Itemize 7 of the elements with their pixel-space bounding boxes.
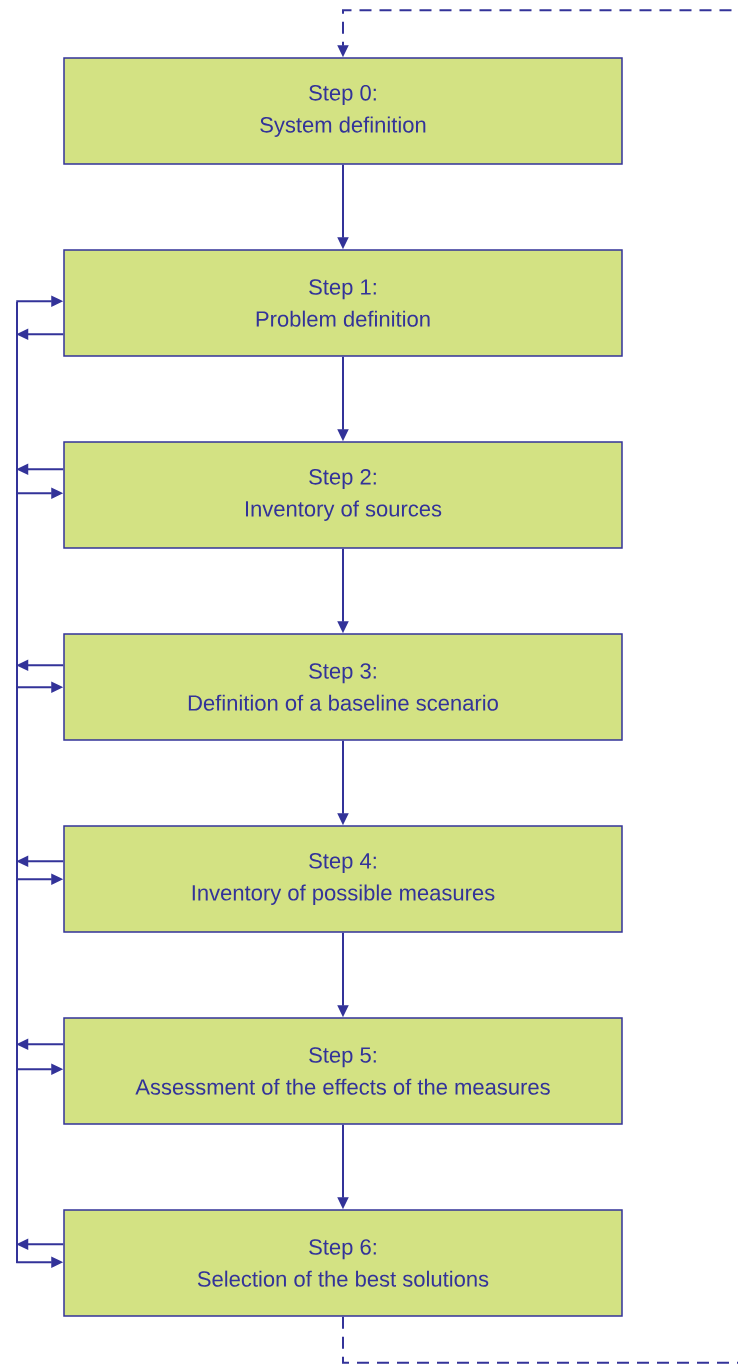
step-box: Step 0: System definition	[63, 57, 623, 165]
step-box: Step 6: Selection of the best solutions	[63, 1209, 623, 1317]
step-box: Step 1: Problem definition	[63, 249, 623, 357]
step-box: Step 5: Assessment of the effects of the measures	[63, 1017, 623, 1125]
step-box: Step 3: Definition of a baseline scenario	[63, 633, 623, 741]
step-box: Step 4: Inventory of possible measures	[63, 825, 623, 933]
step-box: Step 2: Inventory of sources	[63, 441, 623, 549]
